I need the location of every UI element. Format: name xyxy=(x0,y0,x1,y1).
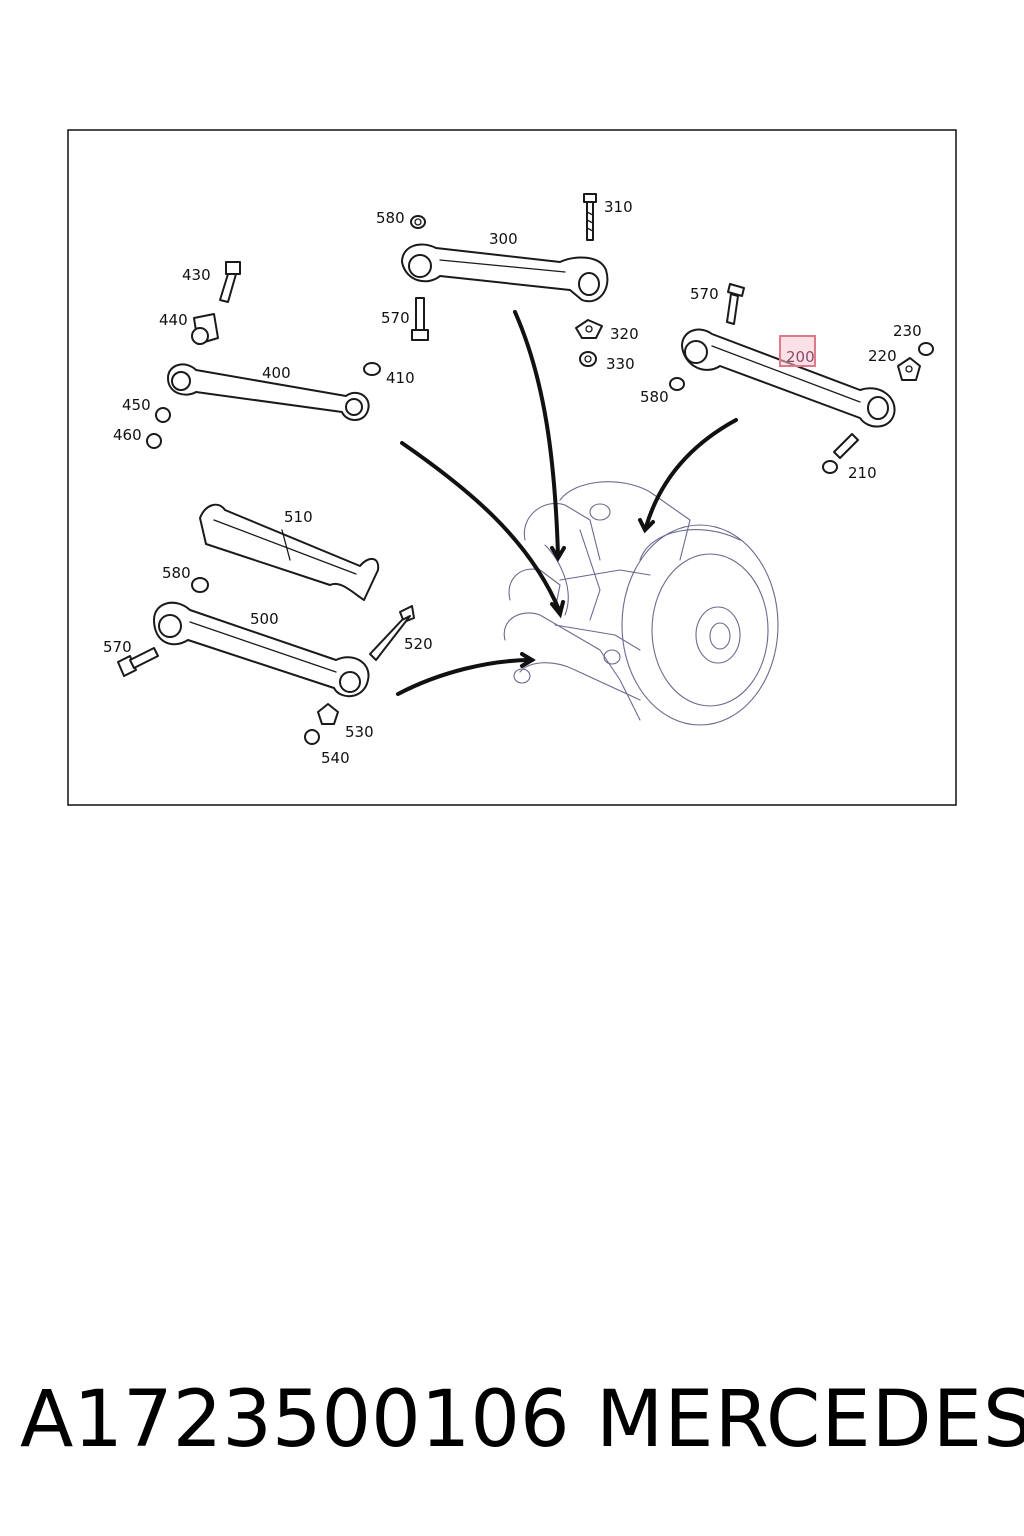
label-450: 450 xyxy=(122,396,151,414)
control-arm-400 xyxy=(167,363,370,421)
bolt-520 xyxy=(369,605,415,661)
label-570-right: 570 xyxy=(690,285,719,303)
nut-580-right xyxy=(669,377,685,391)
washer-410 xyxy=(363,362,381,376)
bracket-510 xyxy=(199,503,380,601)
label-400: 400 xyxy=(262,364,291,382)
highlight-200[interactable]: 200 xyxy=(779,335,816,367)
label-440: 440 xyxy=(159,311,188,329)
label-210: 210 xyxy=(848,464,877,482)
bolt-570-upper xyxy=(411,297,429,341)
washer-220 xyxy=(897,357,921,381)
label-540: 540 xyxy=(321,749,350,767)
control-arm-500 xyxy=(153,601,370,698)
label-220: 220 xyxy=(868,347,897,365)
label-460: 460 xyxy=(113,426,142,444)
label-320: 320 xyxy=(610,325,639,343)
nut-580-lower xyxy=(191,577,209,593)
label-500: 500 xyxy=(250,610,279,628)
washer-320 xyxy=(575,319,603,339)
label-580-right: 580 xyxy=(640,388,669,406)
label-230: 230 xyxy=(893,322,922,340)
nut-580-top xyxy=(410,215,426,229)
part-number: A1723500106 xyxy=(20,1375,570,1465)
washer-450 xyxy=(155,407,171,423)
label-430: 430 xyxy=(182,266,211,284)
label-310: 310 xyxy=(604,198,633,216)
brand-name: MERCEDES xyxy=(596,1375,1024,1465)
label-520: 520 xyxy=(404,635,433,653)
nut-460 xyxy=(146,433,162,449)
label-330: 330 xyxy=(606,355,635,373)
bolt-570-lower xyxy=(117,647,159,677)
diagram-border xyxy=(67,129,957,806)
bolt-210 xyxy=(822,433,859,474)
label-410: 410 xyxy=(386,369,415,387)
label-530: 530 xyxy=(345,723,374,741)
bolt-570-right xyxy=(726,283,745,325)
control-arm-200 xyxy=(681,328,896,428)
label-570-lower: 570 xyxy=(103,638,132,656)
highlight-box[interactable] xyxy=(779,335,816,367)
label-580-top: 580 xyxy=(376,209,405,227)
assembly-arrows xyxy=(396,310,738,696)
label-570-upper: 570 xyxy=(381,309,410,327)
callout-labels: 580 300 310 430 440 570 320 330 570 230 … xyxy=(103,198,922,767)
parts-diagram: 580 300 310 430 440 570 320 330 570 230 … xyxy=(67,129,957,806)
bushing-440 xyxy=(191,313,219,345)
diagram-canvas: 580 300 310 430 440 570 320 330 570 230 … xyxy=(67,129,957,806)
label-580-lower: 580 xyxy=(162,564,191,582)
label-200: 200 xyxy=(786,348,815,366)
washer-530 xyxy=(317,703,339,725)
nut-330 xyxy=(579,351,597,367)
label-300: 300 xyxy=(489,230,518,248)
nut-230 xyxy=(918,342,934,356)
nut-540 xyxy=(304,729,320,745)
bolt-430 xyxy=(219,261,241,303)
footer: A1723500106 MERCEDES xyxy=(0,1368,1024,1478)
label-510: 510 xyxy=(284,508,313,526)
bolt-310 xyxy=(583,193,597,241)
control-arm-300 xyxy=(401,243,609,303)
